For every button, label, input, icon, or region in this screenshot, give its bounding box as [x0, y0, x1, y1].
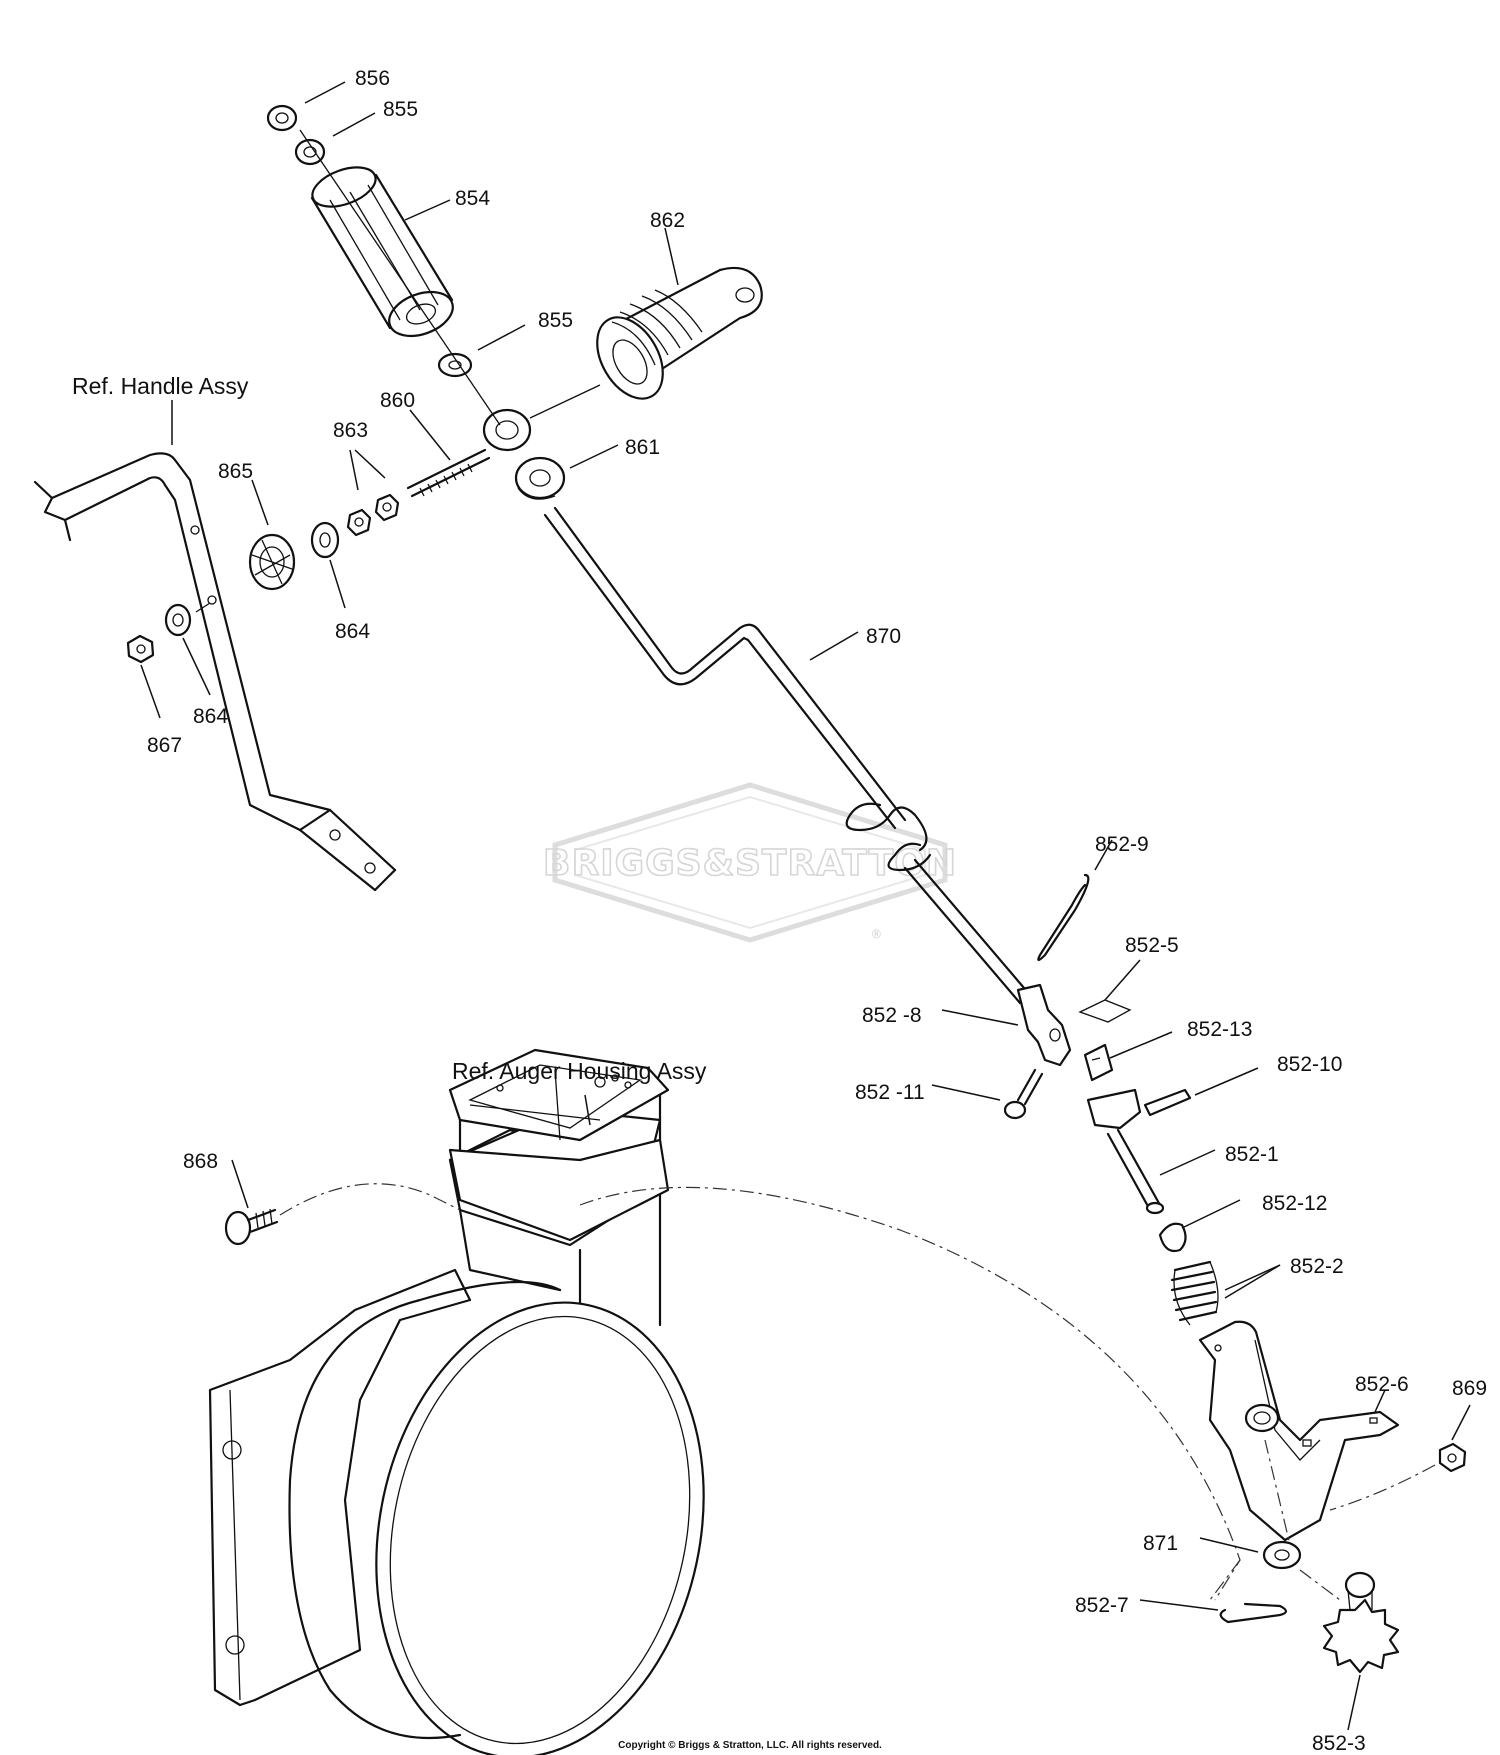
label-868: 868 [183, 1150, 218, 1173]
label-852-11: 852 -11 [855, 1081, 925, 1104]
washer-856 [266, 104, 298, 132]
label-862: 862 [650, 209, 685, 232]
label-852-12: 852-12 [1262, 1192, 1327, 1215]
label-852-8: 852 -8 [862, 1004, 922, 1027]
label-852-13: 852-13 [1187, 1018, 1252, 1041]
label-863: 863 [333, 419, 368, 442]
brand-watermark: BRIGGS&STRATTON ® [542, 782, 957, 943]
label-852-6: 852-6 [1355, 1373, 1409, 1396]
washer-855-top [294, 138, 326, 166]
nut-863-a [346, 508, 372, 537]
nut-867 [126, 634, 155, 664]
label-861: 861 [625, 436, 660, 459]
gear-852-3 [1322, 1571, 1400, 1674]
label-864-b: 864 [193, 705, 228, 728]
pin-852-10 [1143, 1088, 1192, 1117]
leader-lines [140, 81, 1471, 1731]
handle-assembly-bracket [33, 452, 397, 892]
handle-bolt-line [195, 602, 211, 613]
washer-864-b [164, 603, 192, 637]
label-854: 854 [455, 187, 490, 210]
block-852-13 [1083, 1043, 1114, 1082]
watermark-registered: ® [872, 927, 881, 941]
copyright-notice: Copyright © Briggs & Stratton, LLC. All … [618, 1740, 882, 1751]
label-867: 867 [147, 734, 182, 757]
pivot-drop-path [1209, 1559, 1241, 1601]
spacer-861 [514, 456, 566, 500]
nut-869 [1438, 1442, 1467, 1473]
label-852-10: 852-10 [1277, 1053, 1342, 1076]
label-870: 870 [866, 625, 901, 648]
label-864-a: 864 [335, 620, 370, 643]
knob-862 [596, 266, 763, 400]
cam-washer-852-12 [1158, 1222, 1187, 1253]
hairpin-852-9 [1037, 873, 1090, 962]
eye-bolt-860 [406, 408, 532, 498]
bolt-868-path [279, 1183, 461, 1216]
watermark-text: BRIGGS&STRATTON [543, 843, 957, 884]
nut-869-path [1329, 1464, 1436, 1511]
control-rod-870 [543, 506, 1032, 1005]
label-852-7: 852-7 [1075, 1594, 1129, 1617]
swivel-852-1 [1086, 1088, 1165, 1215]
label-865: 865 [218, 460, 253, 483]
bracket-852-6 [1198, 1320, 1400, 1542]
label-852-5: 852-5 [1125, 934, 1179, 957]
label-860: 860 [380, 389, 415, 412]
label-856: 856 [355, 67, 390, 90]
knob-axis-line [529, 384, 601, 419]
bracket-axis-path [1264, 1439, 1341, 1601]
label-852-9: 852-9 [1095, 833, 1149, 856]
grip-assembly-axis [299, 129, 501, 426]
auger-housing [208, 1048, 705, 1755]
grommet-axis-line [254, 554, 291, 576]
label-ref-auger-housing-assy: Ref. Auger Housing Assy [452, 1058, 707, 1084]
hairpin-852-7 [1219, 1602, 1288, 1624]
label-869: 869 [1452, 1377, 1487, 1400]
label-852-1: 852-1 [1225, 1143, 1279, 1166]
spring-852-2 [1170, 1260, 1219, 1326]
label-855-top: 855 [383, 98, 418, 121]
grommet-865 [248, 533, 296, 591]
bolt-852-11 [1003, 1068, 1044, 1120]
clevis-852-8 [1016, 983, 1072, 1067]
pin-852-5 [1078, 999, 1132, 1023]
label-ref-handle-assy: Ref. Handle Assy [72, 373, 249, 399]
label-852-3: 852-3 [1312, 1732, 1366, 1755]
washer-855-lower [437, 352, 473, 378]
washer-864-a [310, 521, 340, 559]
label-852-2: 852-2 [1290, 1255, 1344, 1278]
pivot-arc-path [579, 1186, 1241, 1601]
washer-871 [1262, 1540, 1302, 1570]
carriage-bolt-868 [224, 1208, 279, 1246]
label-871: 871 [1143, 1532, 1178, 1555]
nut-863-b [374, 493, 400, 522]
label-855-lower: 855 [538, 309, 573, 332]
